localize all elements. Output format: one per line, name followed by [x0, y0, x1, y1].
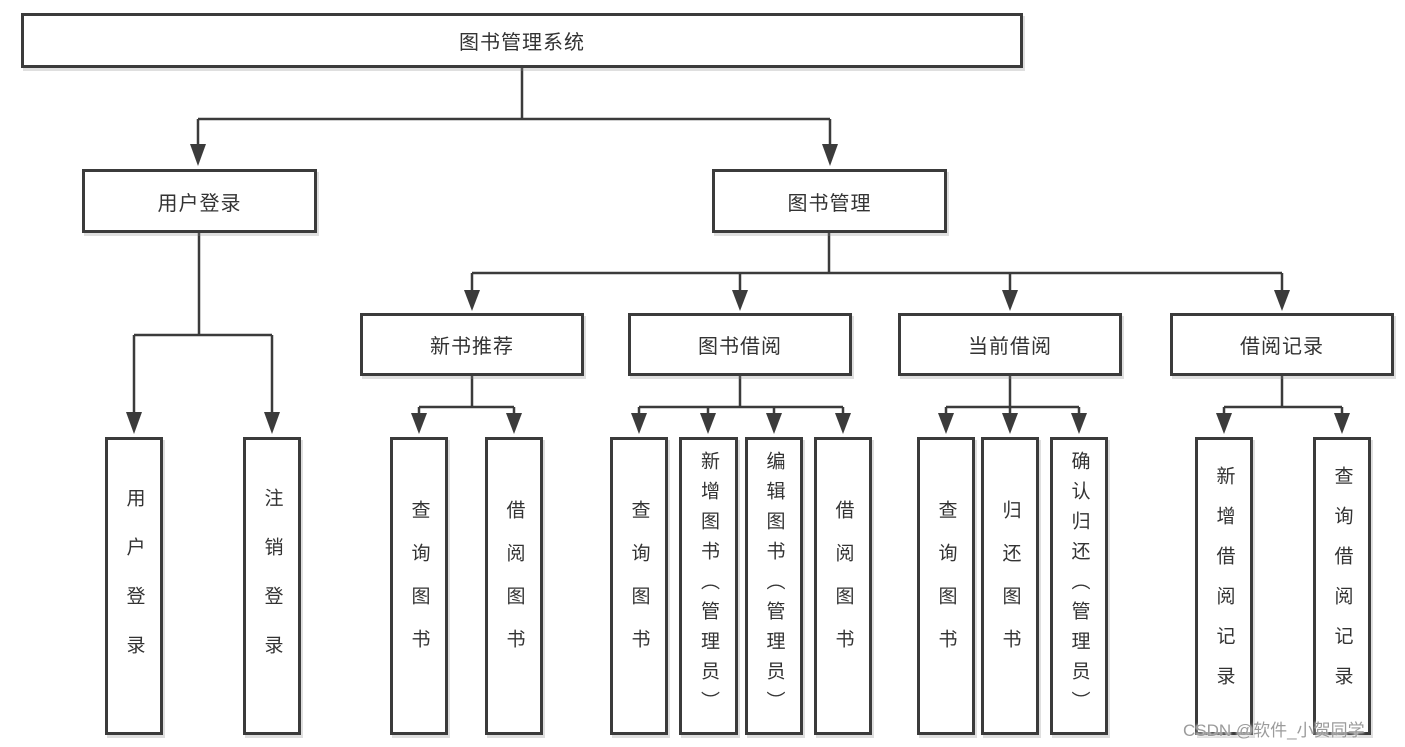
node-label: 新增图书（管理员） [698, 451, 719, 721]
node-label: 确认归还（管理员） [1068, 451, 1090, 721]
leaf-return-book: 归还图书 [981, 437, 1039, 735]
leaf-query-borrow-record: 查询借阅记录 [1313, 437, 1371, 735]
leaf-edit-book-admin: 编辑图书（管理员） [745, 437, 803, 735]
node-label: 编辑图书（管理员） [763, 451, 785, 721]
node-library-management-system: 图书管理系统 [21, 13, 1023, 68]
node-label: 借阅记录 [1240, 336, 1324, 358]
csdn-watermark: CSDN @软件_小贺同学 [1183, 721, 1365, 740]
node-label: 用户登录 [123, 488, 145, 684]
node-label: 用户登录 [157, 192, 242, 215]
node-borrowing-records: 借阅记录 [1170, 313, 1394, 376]
leaf-query-books-recommend: 查询图书 [390, 437, 448, 735]
leaf-borrow-books-borrowing: 借阅图书 [814, 437, 872, 735]
node-book-management: 图书管理 [712, 169, 947, 233]
leaf-query-books-current: 查询图书 [917, 437, 975, 735]
leaf-add-book-admin: 新增图书（管理员） [679, 437, 738, 735]
node-label: 借阅图书 [832, 500, 854, 672]
node-label: 图书管理系统 [459, 32, 585, 54]
leaf-user-login: 用户登录 [105, 437, 163, 735]
node-new-book-recommend: 新书推荐 [360, 313, 584, 376]
node-label: 图书管理 [787, 192, 872, 215]
node-label: 查询借阅记录 [1331, 466, 1353, 706]
leaf-logout: 注销登录 [243, 437, 301, 735]
node-label: 图书借阅 [698, 336, 782, 358]
node-label: 注销登录 [261, 488, 283, 684]
node-book-borrowing: 图书借阅 [628, 313, 852, 376]
node-label: 借阅图书 [503, 500, 525, 672]
node-label: 查询图书 [408, 500, 430, 672]
node-user-login-branch: 用户登录 [82, 169, 317, 233]
node-label: 归还图书 [999, 500, 1021, 672]
node-label: 新书推荐 [430, 336, 514, 358]
leaf-borrow-books-recommend: 借阅图书 [485, 437, 543, 735]
node-label: 新增借阅记录 [1213, 466, 1235, 706]
leaf-query-books-borrowing: 查询图书 [610, 437, 668, 735]
node-label: 查询图书 [628, 500, 650, 672]
node-current-borrowing: 当前借阅 [898, 313, 1122, 376]
leaf-confirm-return-admin: 确认归还（管理员） [1050, 437, 1108, 735]
node-label: 当前借阅 [968, 336, 1052, 358]
leaf-add-borrow-record: 新增借阅记录 [1195, 437, 1253, 735]
node-label: 查询图书 [935, 500, 957, 672]
